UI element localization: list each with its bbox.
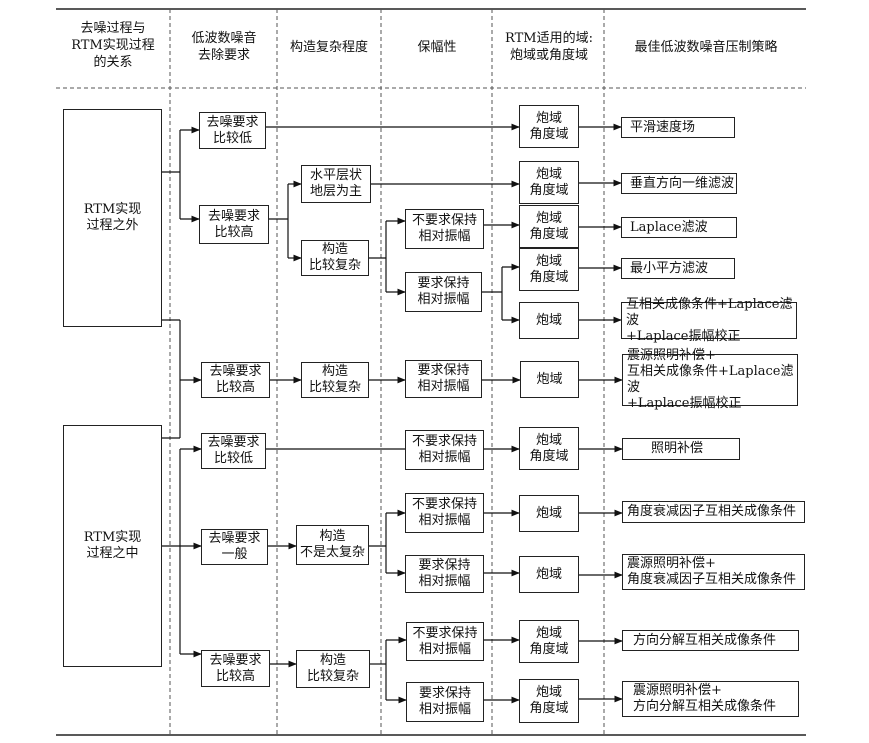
requirement-box: 去噪要求 比较高 bbox=[201, 650, 270, 687]
strategy-box: 角度衰减因子互相关成像条件 bbox=[622, 501, 805, 523]
strategy-box: 照明补偿 bbox=[622, 438, 740, 460]
structure-box: 构造 比较复杂 bbox=[296, 650, 370, 688]
requirement-box: 去噪要求 比较低 bbox=[201, 433, 266, 469]
domain-box: 炮域 角度域 bbox=[519, 205, 579, 248]
strategy-box: 互相关成像条件+Laplace滤波 +Laplace振幅校正 bbox=[621, 297, 797, 344]
domain-box: 炮域 角度域 bbox=[519, 679, 579, 723]
header-domain: RTM适用的域: 炮域或角度域 bbox=[505, 31, 593, 63]
relation-outside-rtm: RTM实现 过程之外 bbox=[63, 109, 162, 327]
structure-box: 水平层状 地层为主 bbox=[301, 165, 371, 203]
header-amplitude: 保幅性 bbox=[417, 40, 457, 55]
amplitude-box: 要求保持 相对振幅 bbox=[405, 360, 482, 398]
domain-box: 炮域 bbox=[519, 495, 579, 532]
strategy-box: 震源照明补偿+ 互相关成像条件+Laplace滤波 +Laplace振幅校正 bbox=[622, 348, 798, 411]
column-separators bbox=[169, 9, 605, 735]
amplitude-box: 要求保持 相对振幅 bbox=[405, 272, 482, 312]
domain-box: 炮域 bbox=[519, 556, 579, 593]
domain-box: 炮域 bbox=[520, 361, 579, 398]
domain-box: 炮域 角度域 bbox=[519, 105, 579, 148]
structure-box: 构造 不是太复杂 bbox=[296, 525, 369, 565]
strategy-box: 最小平方滤波 bbox=[621, 258, 735, 279]
requirement-box: 去噪要求 一般 bbox=[201, 529, 268, 565]
header-relation: 去噪过程与 RTM实现过程 的关系 bbox=[71, 21, 155, 70]
domain-box: 炮域 角度域 bbox=[519, 620, 579, 663]
amplitude-box: 不要求保持 相对振幅 bbox=[406, 622, 484, 661]
strategy-box: 方向分解互相关成像条件 bbox=[622, 630, 799, 651]
header-requirement: 低波数噪音 去除要求 bbox=[191, 31, 257, 63]
amplitude-box: 不要求保持 相对振幅 bbox=[405, 493, 484, 533]
strategy-box: 垂直方向一维滤波 bbox=[621, 173, 737, 194]
amplitude-box: 要求保持 相对振幅 bbox=[405, 555, 484, 593]
requirement-box: 去噪要求 比较高 bbox=[201, 362, 270, 398]
structure-box: 构造 比较复杂 bbox=[301, 240, 369, 276]
domain-box: 炮域 角度域 bbox=[519, 248, 579, 291]
requirement-box: 去噪要求 比较高 bbox=[199, 205, 269, 244]
header-strategy: 最佳低波数噪音压制策略 bbox=[634, 40, 778, 55]
header-structure: 构造复杂程度 bbox=[289, 40, 368, 55]
strategy-box: 震源照明补偿+ 角度衰减因子互相关成像条件 bbox=[622, 554, 805, 590]
amplitude-box: 要求保持 相对振幅 bbox=[406, 682, 484, 722]
amplitude-box: 不要求保持 相对振幅 bbox=[405, 209, 484, 249]
domain-box: 炮域 bbox=[519, 302, 579, 339]
connectors bbox=[162, 123, 623, 704]
domain-box: 炮域 角度域 bbox=[519, 427, 579, 470]
requirement-box: 去噪要求 比较低 bbox=[199, 112, 266, 149]
amplitude-box: 不要求保持 相对振幅 bbox=[405, 430, 484, 470]
strategy-box: 震源照明补偿+ 方向分解互相关成像条件 bbox=[622, 681, 799, 717]
structure-box: 构造 比较复杂 bbox=[301, 362, 369, 398]
strategy-box: 平滑速度场 bbox=[621, 117, 735, 138]
strategy-box: Laplace滤波 bbox=[621, 217, 737, 238]
relation-inside-rtm: RTM实现 过程之中 bbox=[63, 425, 162, 667]
domain-box: 炮域 角度域 bbox=[519, 161, 579, 204]
